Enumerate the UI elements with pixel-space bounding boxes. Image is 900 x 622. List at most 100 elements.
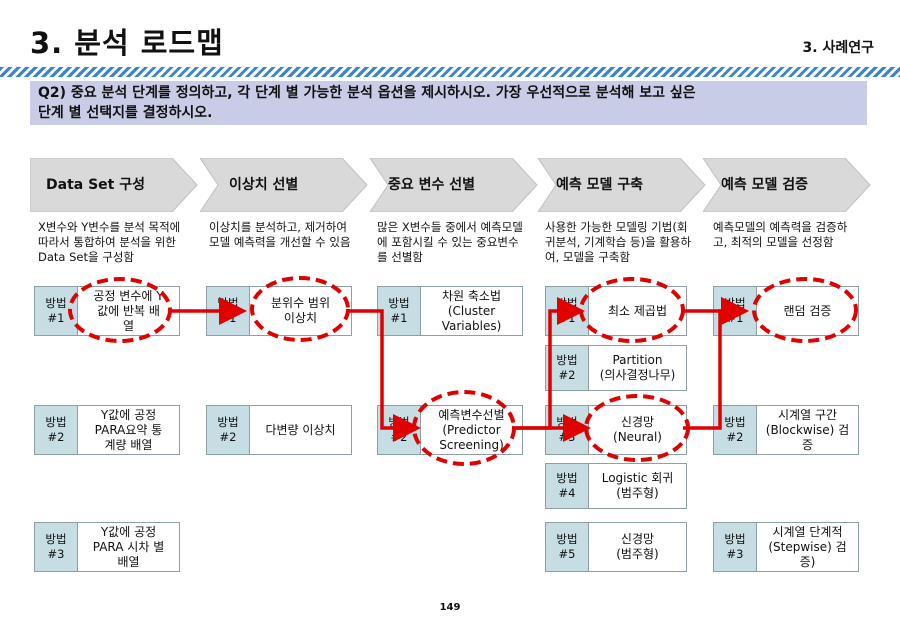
method-text-line: (의사결정나무)	[599, 368, 676, 382]
method-text-line: (Cluster	[447, 303, 496, 318]
method-text-line: 차원 축소법	[441, 288, 501, 303]
method-card: 방법#2 다변량 이상치	[206, 405, 352, 455]
method-number: #4	[558, 486, 576, 500]
method-tag: 방법#1	[35, 287, 78, 335]
method-text-line: 이상치	[283, 311, 318, 325]
method-card: 방법#1 랜덤 검증	[713, 286, 859, 336]
stage-variable-label: 중요 변수 선별	[388, 177, 476, 193]
method-text-line: 예측변수선별	[438, 407, 505, 422]
stage-description: X변수와 Y변수를 분석 목적에 따라서 통합하여 분석을 위한 Data Se…	[38, 220, 181, 264]
method-text: 최소 제곱법	[589, 287, 686, 335]
method-text: Logistic 회귀(범주형)	[589, 464, 686, 508]
method-text-line: 신경망	[620, 415, 655, 429]
method-text-line: 배열	[117, 554, 140, 569]
method-tag-label: 방법	[556, 296, 578, 310]
method-number: #2	[558, 368, 576, 382]
stage-outlier: 이상치 선별	[200, 158, 368, 212]
method-tag-label: 방법	[388, 296, 410, 310]
method-tag-label: 방법	[45, 296, 67, 310]
method-text-line: Y값에 공정	[100, 524, 157, 539]
method-tag: 방법#1	[207, 287, 250, 335]
method-text-line: (Stepwise) 검	[768, 539, 847, 554]
section-label: 3. 사례연구	[802, 40, 874, 56]
method-text-line: 분위수 범위	[270, 296, 330, 310]
page-number: 149	[439, 602, 461, 613]
method-text-line: 공정 변수에 Y	[93, 288, 164, 303]
method-card: 방법#4 Logistic 회귀(범주형)	[545, 463, 687, 509]
method-text-line: Partition	[612, 353, 663, 367]
stage-variable-shape	[370, 158, 538, 212]
method-tag-label: 방법	[556, 532, 578, 546]
method-tag: 방법#1	[378, 287, 421, 335]
stage-variable: 중요 변수 선별	[370, 158, 538, 212]
method-number: #1	[726, 311, 744, 325]
stage-data-set-label: Data Set 구성	[46, 177, 145, 193]
method-tag: 방법#5	[546, 523, 589, 571]
stage-description: 사용한 가능한 모델링 기법(회귀분석, 기계학습 등)을 활용하여, 모델을 …	[545, 220, 692, 264]
method-text-line: 계량 배열	[104, 437, 153, 452]
question-line-1: Q2) 중요 분석 단계를 정의하고, 각 단계 별 가능한 분석 옵션을 제시…	[38, 85, 696, 101]
page-title: 3. 분석 로드맵	[30, 26, 224, 60]
stage-data-set-shape	[30, 158, 198, 212]
method-text-line: (범주형)	[616, 547, 659, 561]
method-text-line: 시계열 단계적	[772, 524, 843, 539]
stage-validation: 예측 모델 검증	[703, 158, 871, 212]
method-text-line: 열	[122, 318, 135, 333]
method-tag-label: 방법	[724, 415, 746, 429]
method-number: #1	[219, 311, 237, 325]
method-text: 랜덤 검증	[757, 287, 858, 335]
method-number: #2	[390, 430, 408, 444]
method-text-line: PARA요약 통	[94, 422, 163, 437]
method-text-line: 값에 반복 배	[97, 303, 160, 318]
method-tag-label: 방법	[45, 532, 67, 546]
method-tag: 방법#4	[546, 464, 589, 508]
stage-model: 예측 모델 구축	[538, 158, 706, 212]
method-card: 방법#1 최소 제곱법	[545, 286, 687, 336]
method-number: #2	[726, 430, 744, 444]
method-number: #2	[219, 430, 237, 444]
stage-model-label: 예측 모델 구축	[556, 177, 644, 193]
method-card: 방법#2 Partition(의사결정나무)	[545, 345, 687, 391]
method-text: 다변량 이상치	[250, 406, 351, 454]
method-number: #5	[558, 547, 576, 561]
method-text: Partition(의사결정나무)	[589, 346, 686, 390]
method-tag: 방법#2	[378, 406, 421, 454]
method-number: #3	[726, 547, 744, 561]
method-number: #1	[558, 311, 576, 325]
method-text-line: Variables)	[441, 318, 502, 333]
method-text-line: 신경망	[620, 532, 655, 546]
method-tag-label: 방법	[556, 471, 578, 485]
stage-validation-shape	[703, 158, 871, 212]
method-tag: 방법#2	[207, 406, 250, 454]
method-number: #3	[47, 547, 65, 561]
method-text: 신경망(범주형)	[589, 523, 686, 571]
method-text-line: 증	[801, 437, 814, 452]
method-text: 신경망(Neural)	[589, 406, 686, 454]
method-tag: 방법#2	[546, 346, 589, 390]
method-tag-label: 방법	[556, 415, 578, 429]
method-text-line: PARA 시차 별	[92, 539, 165, 554]
method-tag-label: 방법	[45, 415, 67, 429]
method-tag-label: 방법	[217, 415, 239, 429]
method-tag-label: 방법	[388, 415, 410, 429]
method-text-line: 시계열 구간	[777, 407, 837, 422]
method-text-line: (Predictor	[442, 422, 501, 437]
method-number: #2	[47, 430, 65, 444]
method-text-line: 다변량 이상치	[265, 422, 336, 437]
stage-description: 많은 X변수들 중에서 예측모델에 포함시킬 수 있는 중요변수를 선별함	[377, 220, 523, 264]
method-number: #1	[47, 311, 65, 325]
method-tag-label: 방법	[217, 296, 239, 310]
stage-outlier-shape	[200, 158, 368, 212]
